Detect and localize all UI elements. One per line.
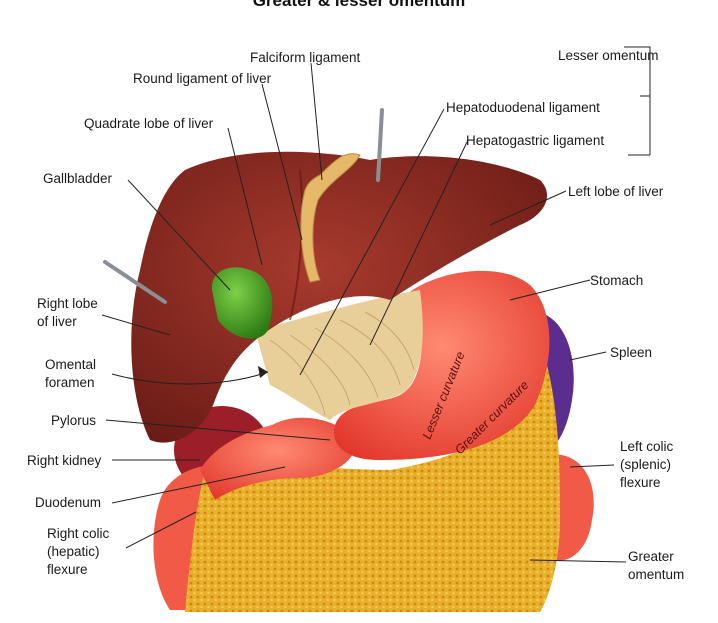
label-pylorus: Pylorus bbox=[51, 413, 96, 428]
label-falciform-ligament: Falciform ligament bbox=[250, 50, 361, 65]
retractor-top bbox=[376, 108, 384, 182]
label-right-colic-2: (hepatic) bbox=[47, 544, 100, 559]
liver-shape bbox=[131, 151, 548, 443]
label-greater-omentum-2: omentum bbox=[628, 567, 684, 582]
label-greater-omentum-1: Greater bbox=[628, 549, 674, 564]
label-right-colic-1: Right colic bbox=[47, 526, 110, 541]
stomach-shape bbox=[334, 270, 550, 460]
label-round-ligament: Round ligament of liver bbox=[133, 71, 272, 86]
leader-lines bbox=[101, 46, 651, 563]
label-duodenum: Duodenum bbox=[35, 495, 101, 510]
label-left-lobe: Left lobe of liver bbox=[568, 184, 664, 199]
label-omental-foramen-2: foramen bbox=[45, 375, 95, 390]
label-hepatoduodenal: Hepatoduodenal ligament bbox=[446, 100, 600, 115]
label-stomach: Stomach bbox=[590, 273, 643, 288]
liver-fissure bbox=[289, 169, 303, 321]
falciform-ligament-shape bbox=[300, 153, 361, 283]
gallbladder-shape bbox=[211, 267, 273, 339]
label-right-lobe-2: of liver bbox=[37, 314, 77, 329]
label-right-lobe-1: Right lobe bbox=[37, 296, 98, 311]
label-omental-foramen-1: Omental bbox=[45, 357, 96, 372]
label-right-colic-3: flexure bbox=[47, 562, 88, 577]
label-left-colic-1: Left colic bbox=[620, 439, 674, 454]
label-lesser-omentum: Lesser omentum bbox=[558, 48, 659, 63]
label-left-colic-2: (splenic) bbox=[620, 457, 671, 472]
label-left-colic-3: flexure bbox=[620, 475, 661, 490]
retractor-left bbox=[103, 260, 167, 304]
lesser-omentum-fibers bbox=[269, 311, 415, 416]
label-spleen: Spleen bbox=[610, 345, 652, 360]
label-right-kidney: Right kidney bbox=[27, 453, 102, 468]
greater-omentum-shape bbox=[185, 340, 560, 612]
label-quadrate-lobe: Quadrate lobe of liver bbox=[84, 116, 214, 131]
label-gallbladder: Gallbladder bbox=[43, 171, 113, 186]
diagram-title: Greater & lesser omentum bbox=[253, 0, 466, 10]
label-hepatogastric: Hepatogastric ligament bbox=[466, 133, 604, 148]
